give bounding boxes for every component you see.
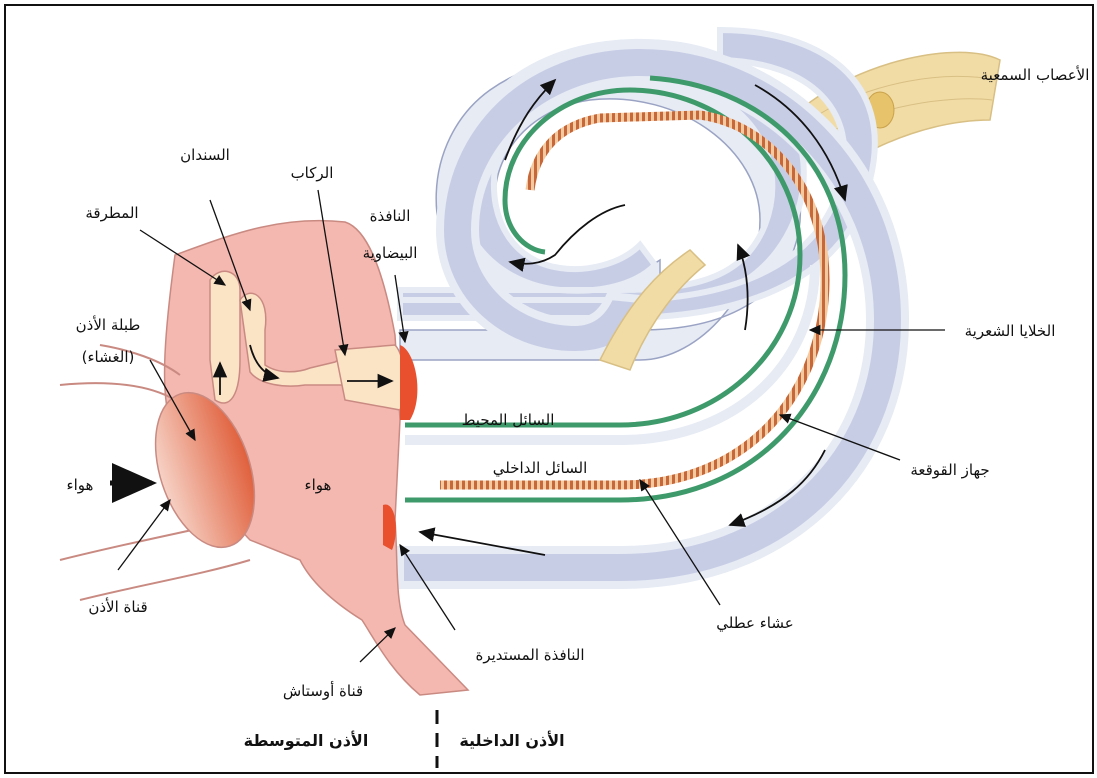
label-eardrum-2: (الغشاء) [82, 348, 135, 366]
label-auditory-nerves: الأعصاب السمعية [981, 65, 1090, 84]
label-basilar: عشاء عطلي [716, 614, 793, 633]
label-air-outer: هواء [67, 476, 94, 494]
label-oval-window-1: النافذة [370, 207, 411, 225]
label-stirrup: الركاب [291, 164, 334, 182]
label-air-middle: هواء [305, 476, 332, 494]
label-middle-ear: الأذن المتوسطة [244, 731, 369, 750]
label-hair-cells: الخلايا الشعرية [965, 322, 1056, 340]
label-anvil: السندان [180, 146, 230, 164]
label-inner-ear: الأذن الداخلية [459, 731, 564, 750]
label-eardrum-1: طبلة الأذن [76, 315, 141, 334]
label-organ-corti: جهاز القوقعة [910, 461, 989, 479]
label-round-window: النافذة المستديرة [475, 646, 584, 664]
label-endolymph: السائل الداخلي [493, 459, 588, 478]
label-oval-window-2: البيضاوية [363, 244, 418, 262]
label-ear-canal: قناة الأذن [88, 597, 147, 616]
label-perilymph: السائل المحيط [462, 411, 555, 429]
label-eustachian: قناة أوستاش [283, 681, 363, 700]
label-hammer: المطرقة [85, 204, 138, 222]
